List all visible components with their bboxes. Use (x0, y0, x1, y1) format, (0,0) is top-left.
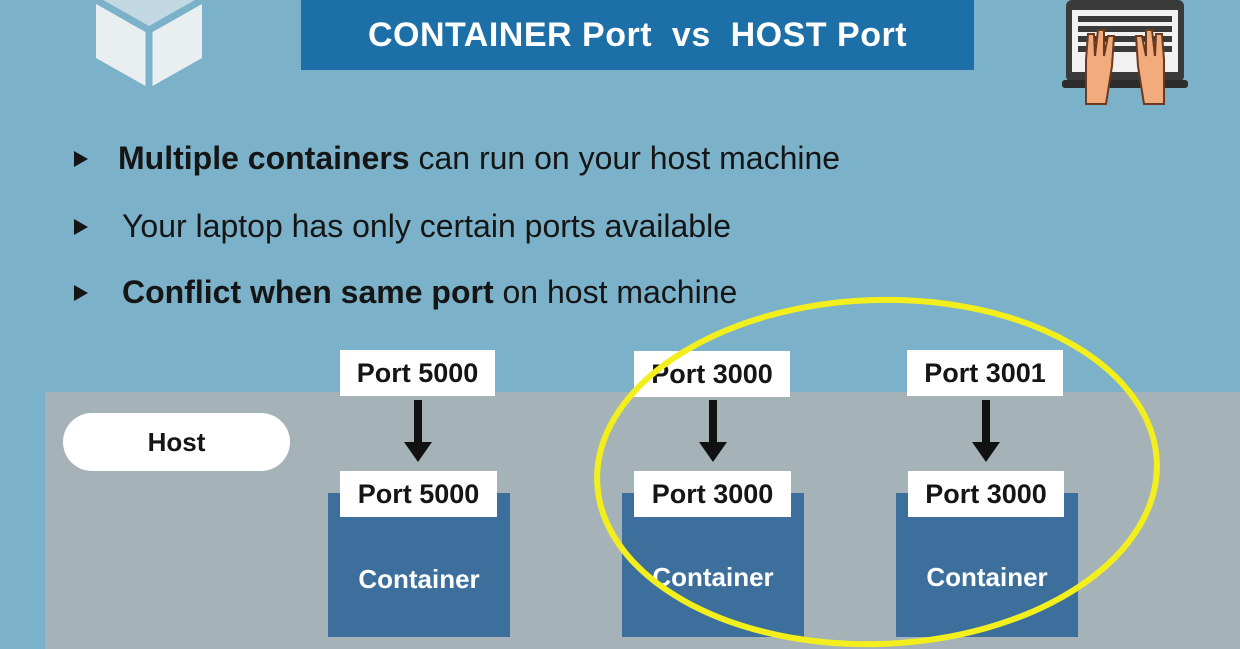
bullet-triangle-icon (74, 150, 88, 167)
host-port-label: Port 3001 (907, 350, 1063, 396)
bullet-triangle-icon (74, 284, 88, 301)
container-port-label: Port 5000 (340, 471, 497, 517)
bullet-triangle-icon (74, 218, 88, 235)
host-port-label: Port 5000 (340, 350, 495, 396)
laptop-typing-icon (1062, 0, 1188, 105)
container-box: Container (328, 493, 510, 637)
down-arrow-icon (972, 400, 1000, 462)
down-arrow-icon (699, 400, 727, 462)
container-port-label: Port 3000 (908, 471, 1064, 517)
container-port-label: Port 3000 (634, 471, 791, 517)
page-title: CONTAINER Port vs HOST Port (301, 0, 974, 70)
bullet-text: Your laptop has only certain ports avail… (122, 208, 731, 244)
container-label: Container (652, 561, 774, 592)
container-cube-icon (94, 0, 204, 88)
bullet-text: Multiple containers can run on your host… (118, 140, 841, 176)
host-label: Host (63, 413, 290, 471)
down-arrow-icon (404, 400, 432, 462)
bullet-text: Conflict when same port on host machine (122, 274, 738, 310)
bullet-item: Multiple containers can run on your host… (74, 140, 840, 177)
container-label: Container (358, 563, 480, 594)
container-label: Container (926, 561, 1048, 592)
bullet-item: Your laptop has only certain ports avail… (74, 208, 731, 245)
host-port-label: Port 3000 (634, 351, 790, 397)
bullet-item: Conflict when same port on host machine (74, 274, 737, 311)
